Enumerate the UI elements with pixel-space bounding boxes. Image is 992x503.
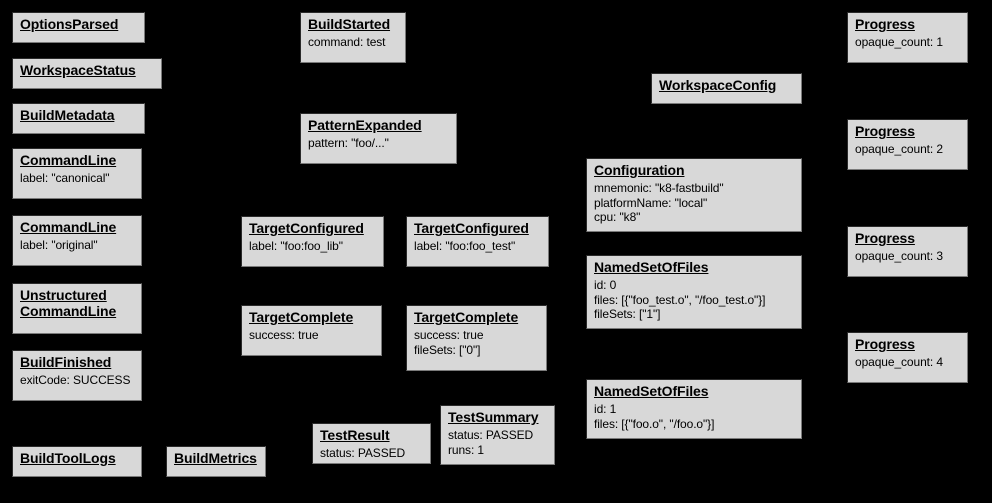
event-node-title: BuildToolLogs: [20, 450, 116, 466]
event-node-target-complete-lib[interactable]: TargetComplete success: true: [241, 305, 382, 356]
event-node-target-configured-foo-lib[interactable]: TargetConfigured label: "foo:foo_lib": [241, 216, 384, 267]
event-node-title: Progress: [855, 336, 915, 352]
event-node-title: BuildStarted: [308, 16, 391, 32]
event-node-fields: command: test: [308, 35, 386, 49]
event-node-fields: success: true: [249, 328, 319, 342]
event-node-options-parsed[interactable]: OptionsParsed: [12, 12, 145, 43]
event-node-fields: opaque_count: 4: [855, 355, 943, 369]
event-node-title: Progress: [855, 123, 915, 139]
event-node-title: TargetConfigured: [414, 220, 529, 236]
event-node-build-started[interactable]: BuildStarted command: test: [300, 12, 406, 63]
event-node-progress-2[interactable]: Progress opaque_count: 2: [847, 119, 968, 170]
event-node-title: TestSummary: [448, 409, 539, 425]
event-node-title: TargetComplete: [249, 309, 354, 325]
event-node-fields: success: true fileSets: ["0"]: [414, 328, 484, 357]
event-node-fields: status: PASSED: [320, 446, 406, 460]
event-node-fields: pattern: "foo/...": [308, 136, 389, 150]
event-node-progress-3[interactable]: Progress opaque_count: 3: [847, 226, 968, 277]
event-node-unstructured-command-line[interactable]: Unstructured CommandLine: [12, 283, 142, 334]
event-node-fields: exitCode: SUCCESS: [20, 373, 131, 387]
event-node-title: OptionsParsed: [20, 16, 119, 32]
event-node-progress-1[interactable]: Progress opaque_count: 1: [847, 12, 968, 63]
event-node-fields: opaque_count: 2: [855, 142, 943, 156]
event-node-configuration[interactable]: Configuration mnemonic: "k8-fastbuild" pl…: [586, 158, 802, 232]
event-node-title: WorkspaceConfig: [659, 77, 777, 93]
event-node-title: Unstructured CommandLine: [20, 287, 117, 319]
event-node-named-set-of-files-1[interactable]: NamedSetOfFiles id: 1 files: [{"foo.o", "…: [586, 379, 802, 439]
event-node-command-line-canonical[interactable]: CommandLine label: "canonical": [12, 148, 142, 199]
event-node-build-metrics[interactable]: BuildMetrics: [166, 446, 266, 477]
event-node-target-configured-foo-test[interactable]: TargetConfigured label: "foo:foo_test": [406, 216, 549, 267]
event-node-build-metadata[interactable]: BuildMetadata: [12, 103, 145, 134]
event-node-fields: label: "canonical": [20, 171, 110, 185]
event-node-title: TargetConfigured: [249, 220, 364, 236]
event-node-build-tool-logs[interactable]: BuildToolLogs: [12, 446, 142, 477]
event-node-test-summary[interactable]: TestSummary status: PASSED runs: 1: [440, 405, 555, 465]
event-node-fields: opaque_count: 3: [855, 249, 943, 263]
event-node-target-complete-test[interactable]: TargetComplete success: true fileSets: ["…: [406, 305, 547, 371]
event-node-named-set-of-files-0[interactable]: NamedSetOfFiles id: 0 files: [{"foo_test.…: [586, 255, 802, 329]
event-node-title: WorkspaceStatus: [20, 62, 136, 78]
event-node-test-result[interactable]: TestResult status: PASSED: [312, 423, 431, 464]
event-node-fields: id: 0 files: [{"foo_test.o", "/foo_test.…: [594, 278, 766, 321]
event-node-title: TestResult: [320, 427, 390, 443]
event-node-build-finished[interactable]: BuildFinished exitCode: SUCCESS: [12, 350, 142, 401]
event-node-title: Configuration: [594, 162, 685, 178]
event-node-title: BuildMetadata: [20, 107, 115, 123]
event-node-fields: label: "foo:foo_test": [414, 239, 516, 253]
event-node-workspace-status[interactable]: WorkspaceStatus: [12, 58, 162, 89]
event-node-title: BuildMetrics: [174, 450, 257, 466]
event-node-fields: mnemonic: "k8-fastbuild" platformName: "…: [594, 181, 724, 224]
event-node-title: NamedSetOfFiles: [594, 259, 709, 275]
event-node-fields: label: "original": [20, 238, 98, 252]
event-node-title: Progress: [855, 16, 915, 32]
event-node-title: PatternExpanded: [308, 117, 422, 133]
event-node-title: NamedSetOfFiles: [594, 383, 709, 399]
event-node-command-line-original[interactable]: CommandLine label: "original": [12, 215, 142, 266]
event-node-progress-4[interactable]: Progress opaque_count: 4: [847, 332, 968, 383]
event-node-title: CommandLine: [20, 152, 117, 168]
event-node-fields: id: 1 files: [{"foo.o", "/foo.o"}]: [594, 402, 715, 431]
event-node-title: CommandLine: [20, 219, 117, 235]
event-node-fields: status: PASSED runs: 1: [448, 428, 534, 457]
event-node-fields: label: "foo:foo_lib": [249, 239, 343, 253]
event-node-fields: opaque_count: 1: [855, 35, 943, 49]
event-node-workspace-config[interactable]: WorkspaceConfig: [651, 73, 802, 104]
event-node-pattern-expanded[interactable]: PatternExpanded pattern: "foo/...": [300, 113, 457, 164]
event-node-title: BuildFinished: [20, 354, 112, 370]
event-node-title: Progress: [855, 230, 915, 246]
event-node-title: TargetComplete: [414, 309, 519, 325]
